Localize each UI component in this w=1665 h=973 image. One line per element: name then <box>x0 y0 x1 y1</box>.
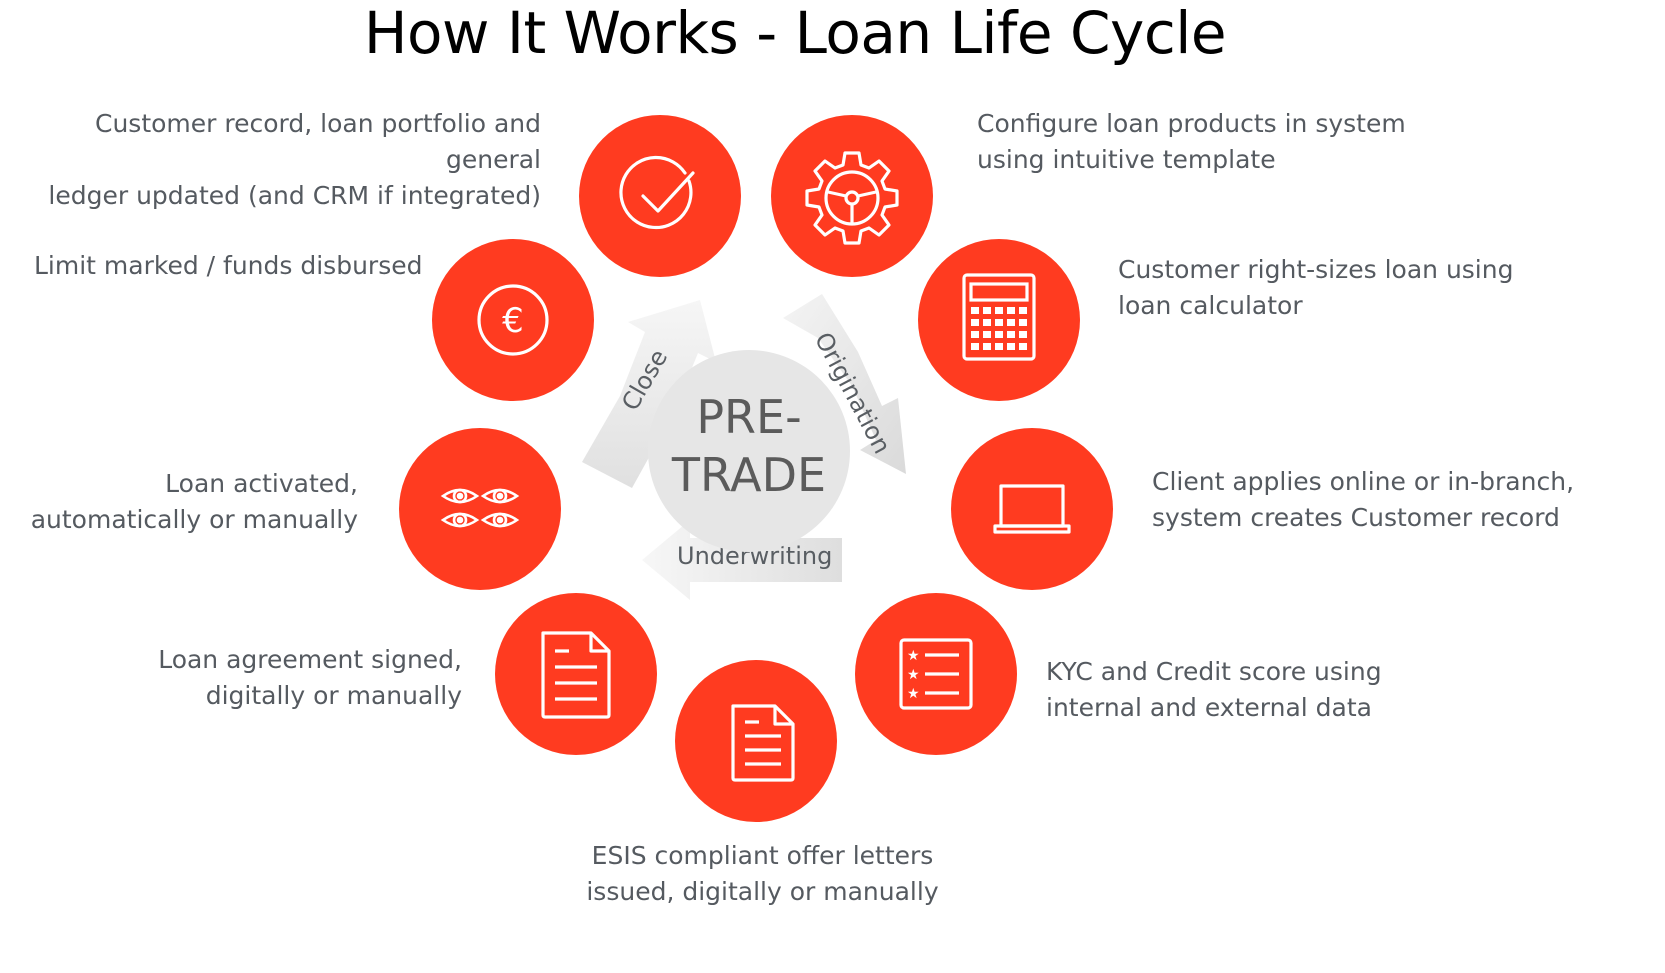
document-icon <box>731 704 795 782</box>
calculator-icon <box>962 273 1036 361</box>
step-circle-configure <box>771 115 933 277</box>
step-label-activated: Loan activated, automatically or manuall… <box>30 469 358 534</box>
pre-trade-hub: PRE- TRADE <box>648 350 850 552</box>
step-circle-activated <box>399 428 561 590</box>
step-circle-esis <box>675 660 837 822</box>
step-label-apply: Client applies online or in-branch, syst… <box>1152 467 1575 532</box>
step-circle-updated <box>579 115 741 277</box>
checklist-icon: ★ ★ ★ <box>899 638 973 710</box>
step-label-esis: ESIS compliant offer letters issued, dig… <box>586 841 939 906</box>
gear-icon <box>805 151 899 245</box>
step-circle-calculator <box>918 239 1080 401</box>
step-label-updated: Customer record, loan portfolio and gene… <box>48 109 541 210</box>
step-label-calculator: Customer right-sizes loan using loan cal… <box>1118 255 1514 320</box>
step-label-kyc: KYC and Credit score using internal and … <box>1046 657 1382 722</box>
step-label-disbursed: Limit marked / funds disbursed <box>34 251 423 280</box>
step-label-agreement: Loan agreement signed, digitally or manu… <box>158 645 462 710</box>
checkmark-icon <box>619 155 695 230</box>
step-circle-apply <box>951 428 1113 590</box>
step-circle-kyc: ★ ★ ★ <box>855 593 1017 755</box>
eyes-icon <box>440 488 520 528</box>
svg-text:€: € <box>502 301 524 341</box>
step-circle-agreement <box>495 593 657 755</box>
svg-text:★: ★ <box>907 648 920 664</box>
document-icon <box>541 631 611 719</box>
svg-text:★: ★ <box>907 686 920 702</box>
hub-label: PRE- TRADE <box>671 390 827 502</box>
origination-arrow <box>783 294 906 474</box>
close-arrow <box>582 300 716 488</box>
page-title: How It Works - Loan Life Cycle <box>363 0 1227 67</box>
step-circle-disbursed: € <box>432 239 594 401</box>
step-label-configure: Configure loan products in system using … <box>977 109 1406 174</box>
laptop-icon <box>993 484 1071 534</box>
svg-text:★: ★ <box>907 667 920 683</box>
euro-icon: € <box>477 284 549 356</box>
